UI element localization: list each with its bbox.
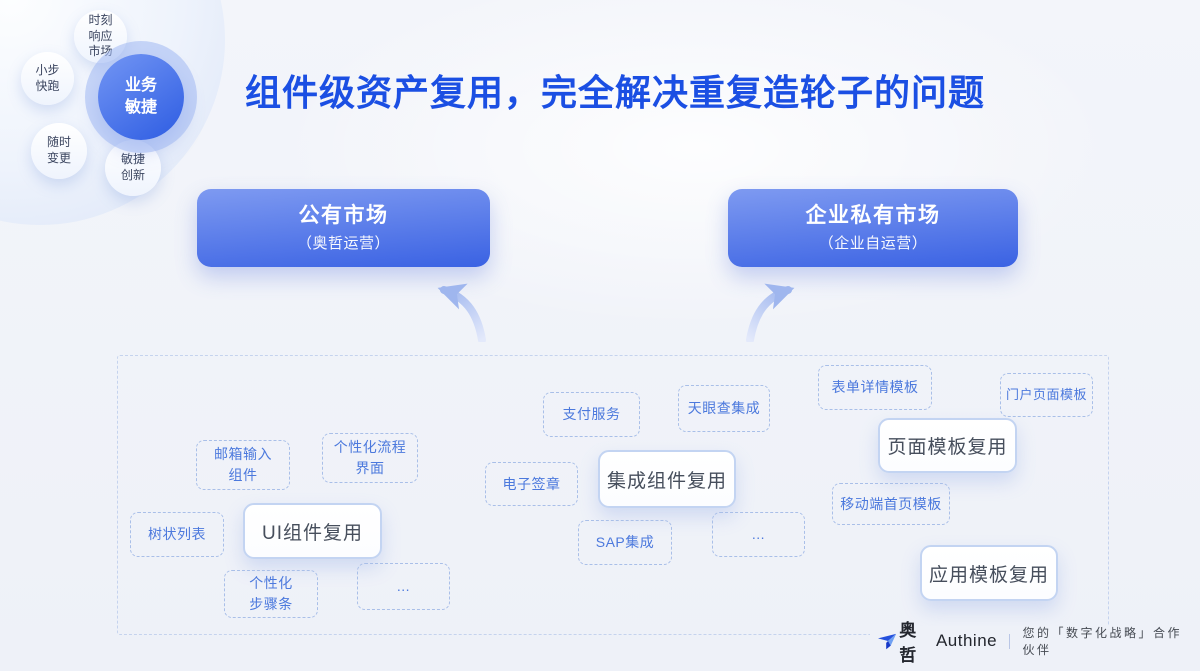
bubble-small-steps: 小步 快跑 <box>21 52 74 105</box>
chip-payment-service: 支付服务 <box>543 392 640 437</box>
chip-portal-page-template: 门户页面模板 <box>1000 373 1093 417</box>
chip-sap-integration: SAP集成 <box>578 520 672 565</box>
chip-ui-more: ... <box>357 563 450 610</box>
chip-form-detail-template: 表单详情模板 <box>818 365 932 410</box>
hub-integration-component-reuse: 集成组件复用 <box>598 450 736 508</box>
footer-brand: 奥哲 Authine 您的「数字化战略」合作伙伴 <box>870 621 1200 665</box>
hub-ui-component-reuse: UI组件复用 <box>243 503 382 559</box>
private-market-subtitle: （企业自运营） <box>818 234 928 252</box>
authine-logo-icon <box>878 633 897 649</box>
hub-app-template-reuse: 应用模板复用 <box>920 545 1058 601</box>
brand-tagline: 您的「数字化战略」合作伙伴 <box>1022 626 1182 657</box>
hub-page-template-reuse: 页面模板复用 <box>878 418 1017 473</box>
public-market-subtitle: （奥哲运营） <box>296 234 390 252</box>
bubble-change-anytime: 随时 变更 <box>31 123 87 179</box>
bubble-respond-market: 时刻 响应 市场 <box>74 10 127 63</box>
chip-tianyancha-integration: 天眼查集成 <box>678 385 770 432</box>
arrow-to-public-market <box>437 283 486 342</box>
arrow-to-private-market <box>746 283 795 342</box>
asset-pool-container <box>117 355 1109 635</box>
public-market-title: 公有市场 <box>298 204 389 228</box>
bubble-agile-innovation: 敏捷 创新 <box>105 140 161 196</box>
footer-divider <box>1009 633 1011 649</box>
bubble-business-agility: 业务 敏捷 <box>98 54 184 140</box>
chip-integration-more: ... <box>712 512 805 557</box>
chip-mobile-home-template: 移动端首页模板 <box>832 483 950 525</box>
chip-email-input: 邮箱输入 组件 <box>196 440 290 490</box>
page-title: 组件级资产复用，完全解决重复造轮子的问题 <box>245 72 986 113</box>
public-market-card: 公有市场 （奥哲运营） <box>197 189 490 267</box>
chip-custom-stepper: 个性化 步骤条 <box>224 570 318 618</box>
chip-e-signature: 电子签章 <box>485 462 578 506</box>
private-market-title: 企业私有市场 <box>805 204 941 228</box>
private-market-card: 企业私有市场 （企业自运营） <box>728 189 1018 267</box>
chip-custom-flow-ui: 个性化流程 界面 <box>322 433 418 483</box>
brand-name-cn: 奥哲 <box>899 621 918 665</box>
brand-name-en: Authine <box>935 631 998 650</box>
chip-tree-list: 树状列表 <box>130 512 224 557</box>
